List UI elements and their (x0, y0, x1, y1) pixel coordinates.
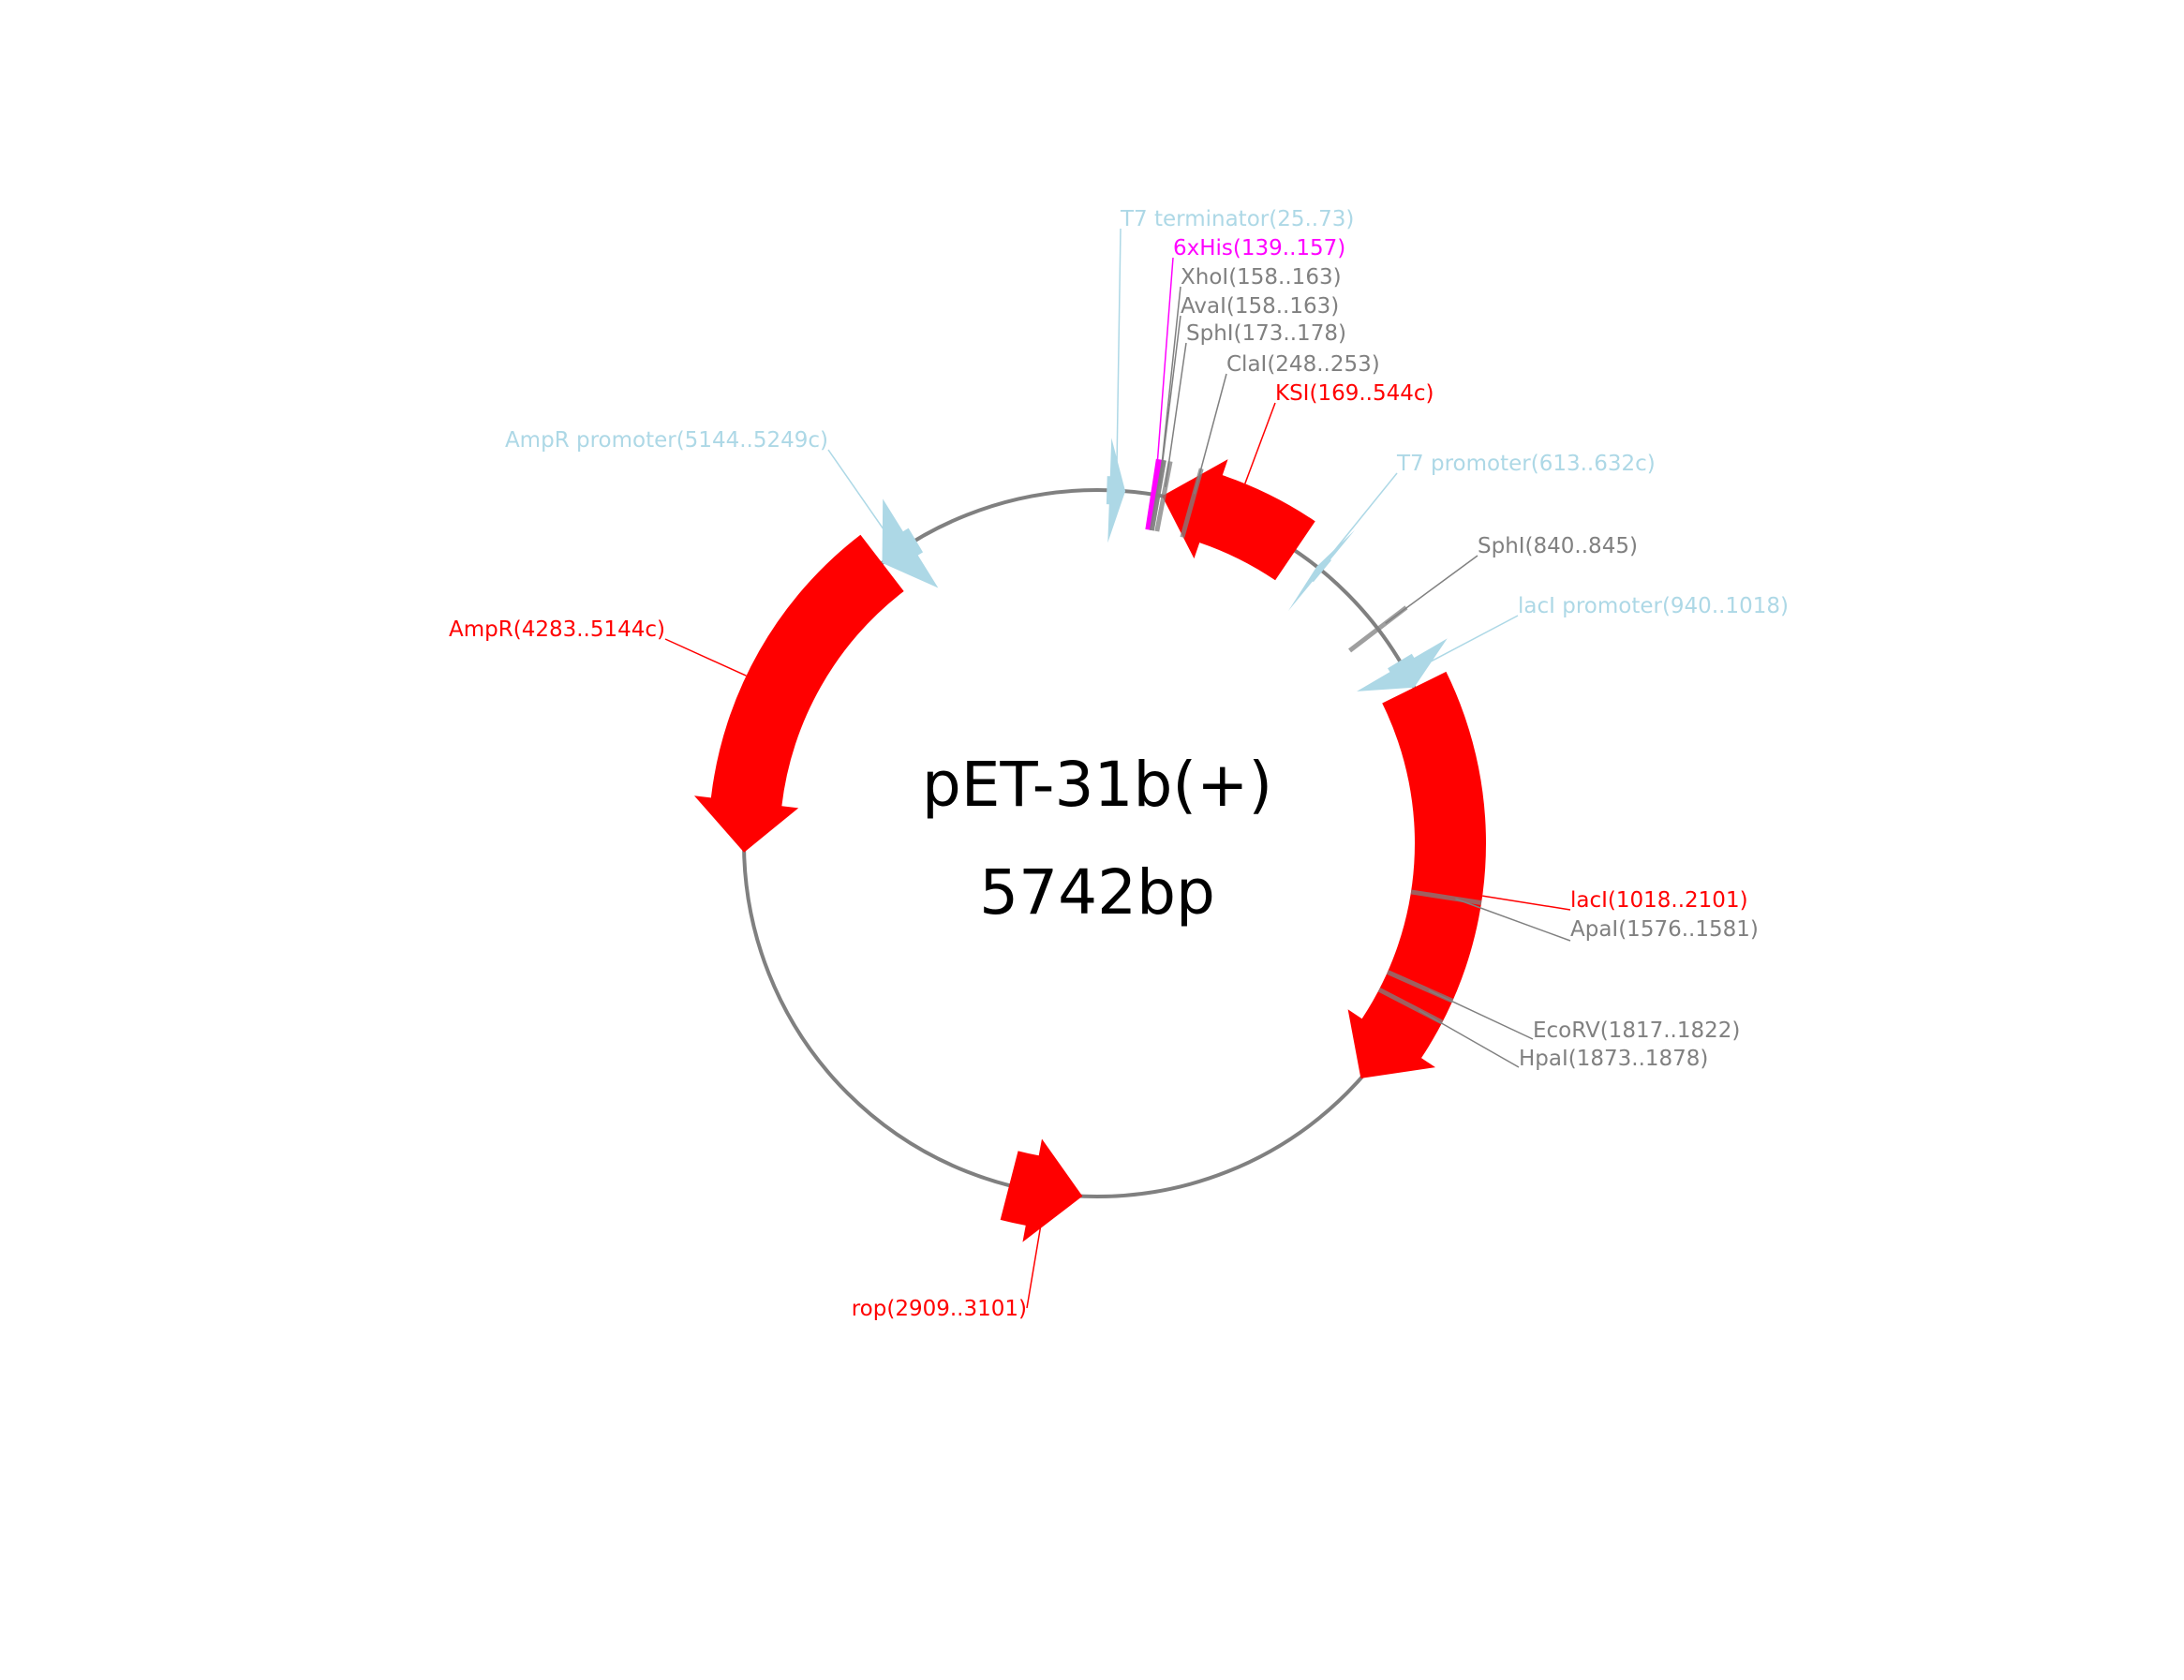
site-leader-avai-158 (1158, 315, 1181, 486)
site-leader-clai-248 (1194, 373, 1227, 495)
features-layer (693, 438, 1486, 1242)
site-leader-sphi-173 (1165, 342, 1187, 488)
site-label-sphi-173: SphI(173..178) (1186, 321, 1346, 346)
feature-ampr-promoter (882, 498, 939, 588)
feature-label-laci: lacI(1018..2101) (1570, 888, 1748, 913)
site-label-apai-1576: ApaI(1576..1581) (1570, 917, 1759, 942)
leader-laci (1482, 895, 1571, 911)
site-tick-avai-158 (1149, 459, 1166, 531)
site-label-xhoi-158: XhoI(158..163) (1181, 265, 1342, 290)
plasmid-length: 5742bp (979, 856, 1215, 929)
site-label-hpai-1873: HpaI(1873..1878) (1519, 1047, 1708, 1071)
feature-rop (1000, 1138, 1083, 1242)
site-tick-apai-1576 (1410, 889, 1482, 906)
feature-label-t7-promoter: T7 promoter(613..632c) (1396, 452, 1656, 476)
site-leader-ecorv-1817 (1428, 989, 1534, 1040)
feature-label-laci-promoter: lacI promoter(940..1018) (1518, 594, 1789, 618)
feature-label-t7-terminator: T7 terminator(25..73) (1120, 207, 1354, 231)
plasmid-name: pET-31b(+) (922, 749, 1272, 821)
site-leader-apai-1576 (1455, 898, 1571, 942)
leader-t7-terminator (1115, 228, 1122, 482)
site-label-avai-158: AvaI(158..163) (1181, 294, 1339, 319)
feature-label-rop: rop(2909..3101) (852, 1297, 1027, 1321)
feature-ksi (1162, 459, 1315, 581)
leader-t7-promoter (1325, 472, 1398, 562)
feature-t7-terminator (1106, 438, 1126, 543)
leaders-layer (664, 228, 1571, 1309)
leader-6xhis (1154, 257, 1174, 486)
feature-t7-promoter (1287, 529, 1356, 612)
leader-ampr (664, 638, 747, 676)
feature-label-ampr-promoter: AmpR promoter(5144..5249c) (505, 428, 828, 453)
leader-ampr-promoter (827, 449, 895, 544)
labels-layer: T7 terminator(25..73) 6xHis(139..157) KSI(… (449, 207, 1789, 1321)
feature-label-ksi: KSI(169..544c) (1275, 381, 1434, 406)
site-label-clai-248: ClaI(248..253) (1226, 352, 1380, 377)
feature-laci-promoter (1357, 638, 1448, 691)
site-label-ecorv-1817: EcoRV(1817..1822) (1533, 1018, 1740, 1043)
leader-ksi (1244, 402, 1276, 484)
site-leader-sphi-840 (1385, 555, 1478, 624)
leader-laci-promoter (1415, 615, 1519, 671)
leader-rop (1026, 1227, 1042, 1309)
site-label-sphi-840: SphI(840..845) (1478, 534, 1638, 558)
feature-laci (1347, 671, 1486, 1078)
feature-label-6xhis: 6xHis(139..157) (1173, 236, 1345, 260)
site-leader-hpai-1873 (1419, 1009, 1520, 1068)
feature-ampr (693, 534, 904, 853)
feature-label-ampr: AmpR(4283..5144c) (449, 617, 665, 642)
